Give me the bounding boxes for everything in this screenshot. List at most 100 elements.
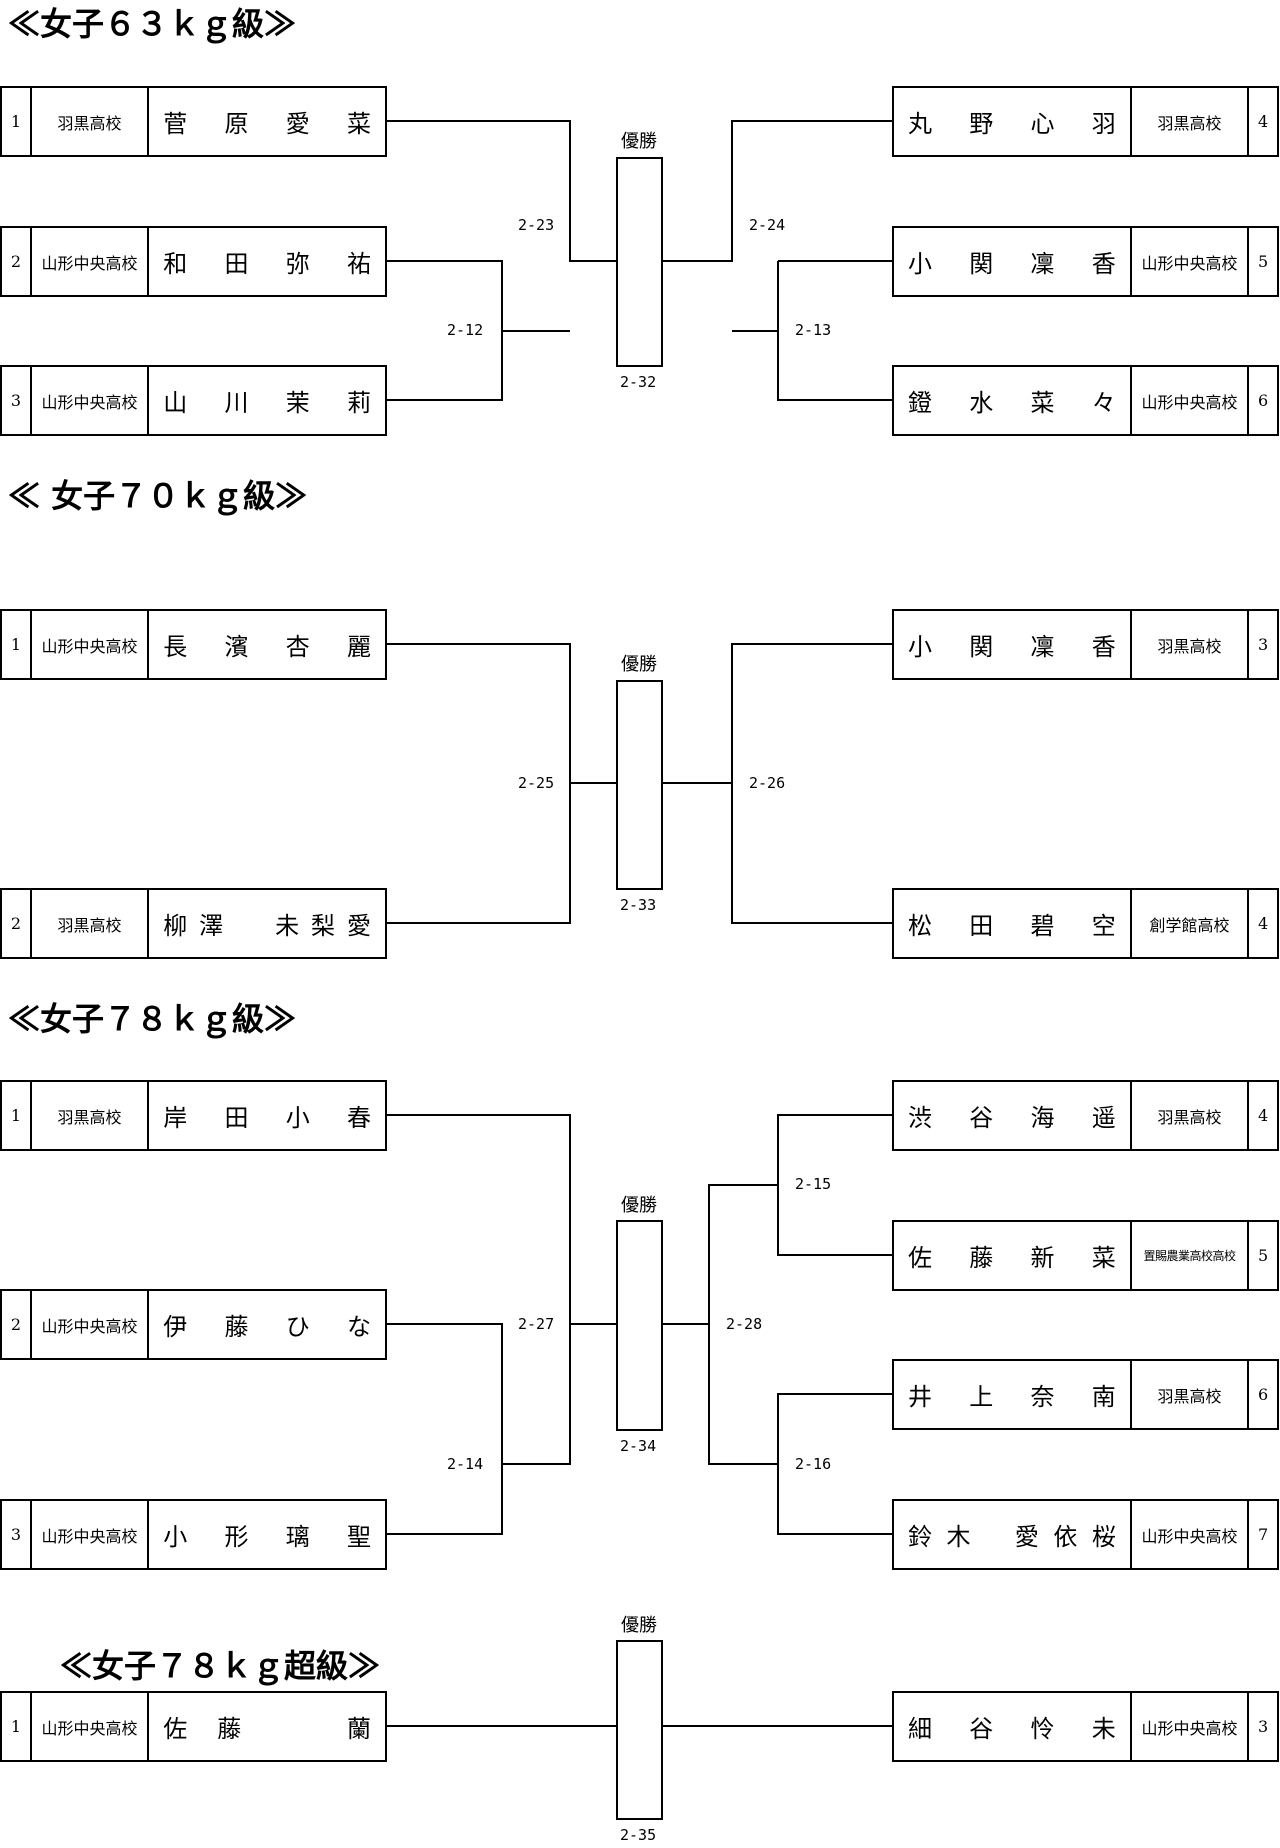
competitor-entry: 細谷怜未 山形中央高校 3 (892, 1691, 1279, 1762)
match-number: 2-15 (795, 1175, 832, 1193)
match-number: 2-14 (447, 1455, 484, 1473)
division-title: ≪女子６３ｋｇ級≫ (8, 5, 297, 43)
seed-number: 2 (10, 914, 22, 933)
match-number: 2-28 (726, 1315, 763, 1333)
competitor-name: 柳澤未梨愛 (163, 912, 371, 940)
competitor-name: 松田碧空 (908, 912, 1116, 940)
competitor-name: 井上奈南 (908, 1383, 1116, 1411)
school-name: 羽黒高校 (29, 890, 150, 957)
seed-number: 6 (1247, 367, 1277, 434)
school-name: 山形中央高校 (29, 1693, 150, 1760)
competitor-entry: 鐙水菜々 山形中央高校 6 (892, 365, 1279, 436)
seed-number: 3 (1247, 611, 1277, 678)
competitor-entry: 鈴木愛依桜 山形中央高校 7 (892, 1499, 1279, 1570)
division-title: ≪女子７８ｋｇ超級≫ (60, 1647, 381, 1685)
seed-number: 5 (1247, 228, 1277, 295)
school-name: 羽黒高校 (1129, 1082, 1247, 1149)
school-name: 山形中央高校 (1129, 1693, 1247, 1760)
competitor-name: 山川茉莉 (163, 389, 371, 417)
competitor-entry: 渋谷海遥 羽黒高校 4 (892, 1080, 1279, 1151)
champion-label: 優勝 (621, 1615, 657, 1636)
champion-label: 優勝 (621, 131, 657, 152)
final-match-number: 2-33 (620, 896, 657, 914)
competitor-name: 小関凜香 (908, 250, 1116, 278)
match-number: 2-12 (447, 321, 484, 339)
seed-number: 1 (10, 112, 22, 131)
champion-box (616, 1640, 663, 1820)
competitor-entry: 小関凜香 山形中央高校 5 (892, 226, 1279, 297)
match-number: 2-13 (795, 321, 832, 339)
competitor-entry: 1 羽黒高校 岸田小春 (0, 1080, 387, 1151)
competitor-entry: 松田碧空 創学館高校 4 (892, 888, 1279, 959)
final-match-number: 2-32 (620, 373, 657, 391)
school-name: 羽黒高校 (1129, 611, 1247, 678)
school-name: 羽黒高校 (1129, 1361, 1247, 1428)
school-name: 山形中央高校 (29, 367, 150, 434)
champion-box (616, 157, 663, 367)
seed-number: 7 (1247, 1501, 1277, 1568)
champion-box (616, 680, 663, 890)
seed-number: 3 (1247, 1693, 1277, 1760)
school-name: 山形中央高校 (29, 1501, 150, 1568)
school-name: 羽黒高校 (1129, 88, 1247, 155)
seed-number: 4 (1247, 1082, 1277, 1149)
school-name: 創学館高校 (1129, 890, 1247, 957)
match-number: 2-16 (795, 1455, 832, 1473)
school-name: 置賜農業高校高校 (1129, 1222, 1247, 1289)
seed-number: 1 (10, 1106, 22, 1125)
seed-number: 4 (1247, 88, 1277, 155)
match-number: 2-24 (749, 216, 786, 234)
competitor-entry: 小関凜香 羽黒高校 3 (892, 609, 1279, 680)
competitor-name: 菅原愛菜 (163, 110, 371, 138)
competitor-name: 丸野心羽 (908, 110, 1116, 138)
competitor-name: 長濱杏麗 (163, 633, 371, 661)
competitor-entry: 井上奈南 羽黒高校 6 (892, 1359, 1279, 1430)
competitor-name: 細谷怜未 (908, 1715, 1116, 1743)
competitor-entry: 3 山形中央高校 小形璃聖 (0, 1499, 387, 1570)
competitor-name: 渋谷海遥 (908, 1104, 1116, 1132)
competitor-name: 佐藤蘭 (163, 1715, 371, 1743)
competitor-entry: 2 羽黒高校 柳澤未梨愛 (0, 888, 387, 959)
school-name: 山形中央高校 (1129, 367, 1247, 434)
competitor-name: 鐙水菜々 (908, 389, 1116, 417)
match-number: 2-26 (749, 774, 786, 792)
seed-number: 1 (10, 635, 22, 654)
match-number: 2-27 (518, 1315, 555, 1333)
seed-number: 6 (1247, 1361, 1277, 1428)
competitor-entry: 1 山形中央高校 長濱杏麗 (0, 609, 387, 680)
match-number: 2-23 (518, 216, 555, 234)
competitor-entry: 丸野心羽 羽黒高校 4 (892, 86, 1279, 157)
competitor-name: 小形璃聖 (163, 1523, 371, 1551)
competitor-name: 小関凜香 (908, 633, 1116, 661)
competitor-entry: 1 山形中央高校 佐藤蘭 (0, 1691, 387, 1762)
school-name: 山形中央高校 (29, 1291, 150, 1358)
match-number: 2-25 (518, 774, 555, 792)
seed-number: 1 (10, 1717, 22, 1736)
champion-box (616, 1220, 663, 1431)
seed-number: 2 (10, 252, 22, 271)
competitor-entry: 2 山形中央高校 伊藤ひな (0, 1289, 387, 1360)
division-title: ≪ 女子７０ｋｇ級≫ (8, 477, 308, 515)
school-name: 山形中央高校 (29, 611, 150, 678)
champion-label: 優勝 (621, 1195, 657, 1216)
seed-number: 3 (10, 1525, 22, 1544)
division-title: ≪女子７８ｋｇ級≫ (8, 1000, 297, 1038)
school-name: 羽黒高校 (29, 1082, 150, 1149)
competitor-entry: 2 山形中央高校 和田弥祐 (0, 226, 387, 297)
competitor-name: 和田弥祐 (163, 250, 371, 278)
school-name: 山形中央高校 (29, 228, 150, 295)
seed-number: 3 (10, 391, 22, 410)
competitor-entry: 佐藤新菜 置賜農業高校高校 5 (892, 1220, 1279, 1291)
competitor-entry: 3 山形中央高校 山川茉莉 (0, 365, 387, 436)
seed-number: 2 (10, 1315, 22, 1334)
seed-number: 5 (1247, 1222, 1277, 1289)
competitor-name: 伊藤ひな (163, 1313, 371, 1341)
seed-number: 4 (1247, 890, 1277, 957)
competitor-name: 鈴木愛依桜 (908, 1523, 1116, 1551)
school-name: 羽黒高校 (29, 88, 150, 155)
champion-label: 優勝 (621, 654, 657, 675)
final-match-number: 2-35 (620, 1826, 657, 1844)
final-match-number: 2-34 (620, 1437, 657, 1455)
competitor-name: 佐藤新菜 (908, 1244, 1116, 1272)
